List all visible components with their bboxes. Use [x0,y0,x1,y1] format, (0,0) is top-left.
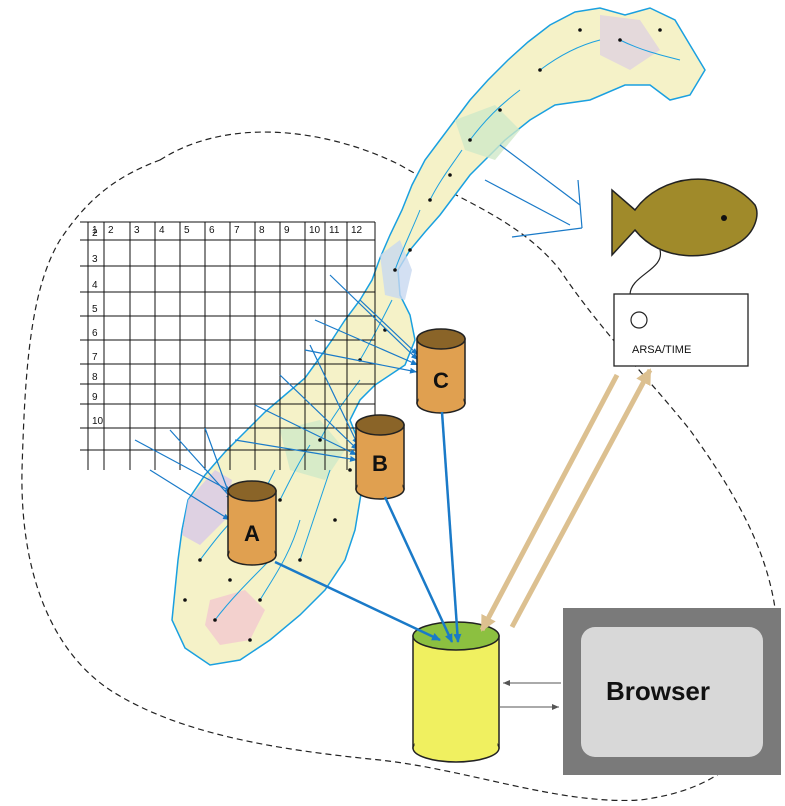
region-purple-north [600,15,660,70]
database-b: B [355,414,405,500]
grid-row-label: 4 [92,280,98,291]
region-pink [205,590,265,645]
feed-arrow [234,439,358,462]
central-database [412,621,500,763]
browser-window: Browser [563,608,781,775]
feed-arrow [329,274,419,361]
database-b-label: B [372,451,388,476]
grid-row-label: 10 [92,416,104,427]
feed-arrow [169,429,234,501]
grid-row-label: 9 [92,392,98,403]
grid-column-label: 6 [209,225,215,236]
grid-column-label: 2 [108,225,114,236]
dashed-boundary [21,131,779,802]
browser-db-arrows [500,680,561,710]
feed-arrow [309,344,359,446]
database-a: A [227,480,277,566]
grid-column-label: 11 [329,225,340,236]
grid-column-label: 8 [259,225,265,236]
grid-column-label: 7 [234,225,240,236]
grid-row-label: 7 [92,352,98,363]
feed-arrow [149,469,231,521]
database-a-label: A [244,521,260,546]
grid-column-label: 3 [134,225,140,236]
browser-label: Browser [606,676,710,706]
grid-column-label: 1 [92,225,98,236]
feed-arrow [254,404,358,456]
grid-column-label: 5 [184,225,190,236]
grid-column-label: 4 [159,225,165,236]
map-land [171,7,706,666]
region-purple [182,470,232,545]
rivers [199,39,681,621]
grid-row-label: 8 [92,372,98,383]
grid-row-label: 3 [92,254,98,265]
feed-arrow [314,319,419,366]
grid-row-label: 2 [92,228,98,239]
region-green-north [455,105,520,160]
feed-arrow [134,439,233,493]
sensor-box: ARSA/TIME [613,293,749,367]
feed-arrow [304,349,418,374]
north-arrows [484,144,583,238]
grid-column-label: 10 [309,225,321,236]
grid-row-label: 6 [92,328,98,339]
sensor-box-label: ARSA/TIME [632,344,691,356]
grid-column-label: 9 [284,225,290,236]
tan-arrows [479,368,653,632]
feed-arrow [359,299,419,356]
grid-column-label: 12 [351,225,363,236]
flow-to-central [274,411,462,643]
feed-arrow [279,374,359,451]
station-dots [183,28,662,642]
database-c-label: C [433,368,449,393]
grid-row-label: 5 [92,304,98,315]
database-c: C [416,328,466,414]
fish-icon [611,178,758,257]
